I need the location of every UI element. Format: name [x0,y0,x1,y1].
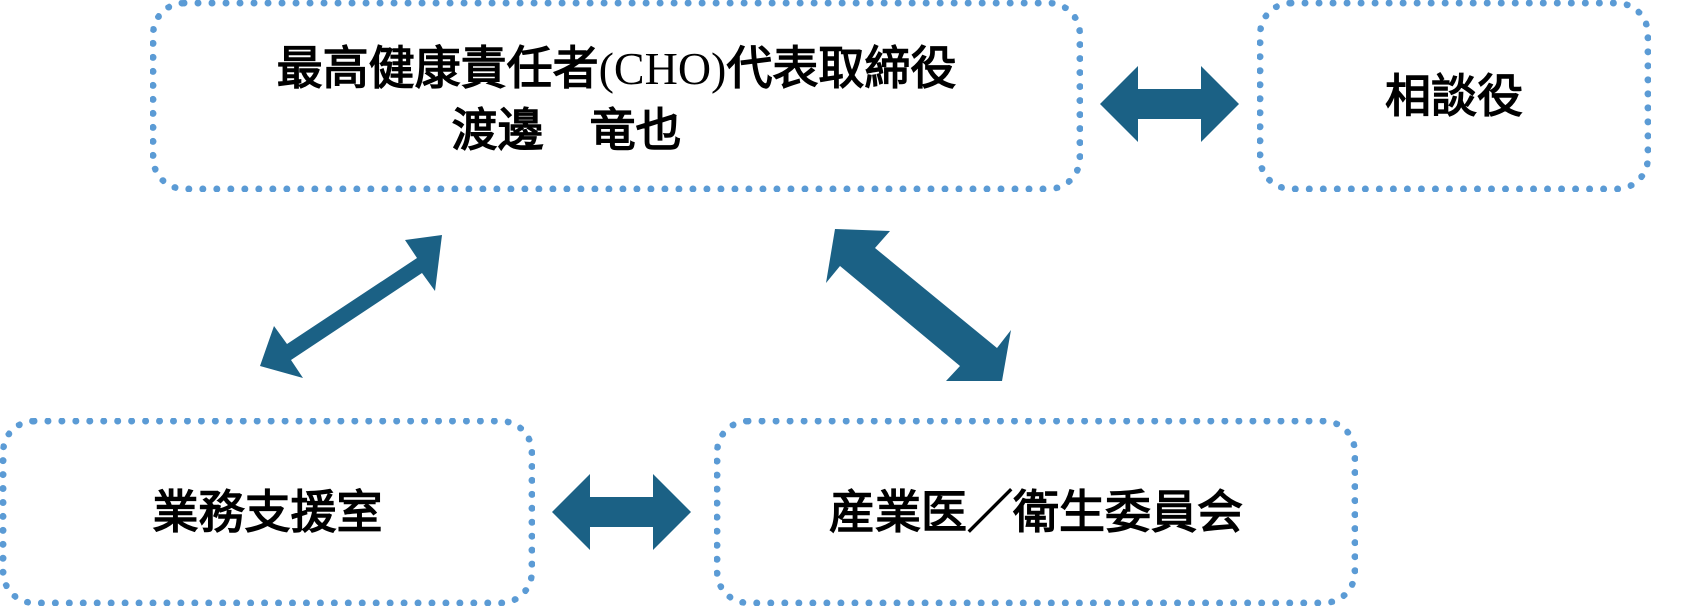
cho-title: 最高健康責任者(CHO)代表取締役 [277,38,957,99]
arrow-support-doctor [552,474,691,550]
cho-title-suffix: 代表取締役 [726,40,957,95]
advisor-label: 相談役 [1385,69,1523,123]
occupational-health-box: 産業医／衛生委員会 [714,418,1358,606]
cho-name: 渡邊 竜也 [451,102,682,157]
support-office-label: 業務支援室 [152,485,383,539]
occupational-health-label: 産業医／衛生委員会 [829,485,1243,539]
advisor-box: 相談役 [1257,0,1651,192]
arrow-cho-doctor [826,229,1011,381]
cho-box: 最高健康責任者(CHO)代表取締役 渡邊 竜也 [150,0,1083,192]
arrow-cho-support [260,235,442,378]
cho-title-abbrev: (CHO) [598,42,727,94]
support-office-box: 業務支援室 [0,418,535,606]
arrow-cho-advisor [1100,66,1239,142]
cho-title-prefix: 最高健康責任者 [276,40,599,95]
